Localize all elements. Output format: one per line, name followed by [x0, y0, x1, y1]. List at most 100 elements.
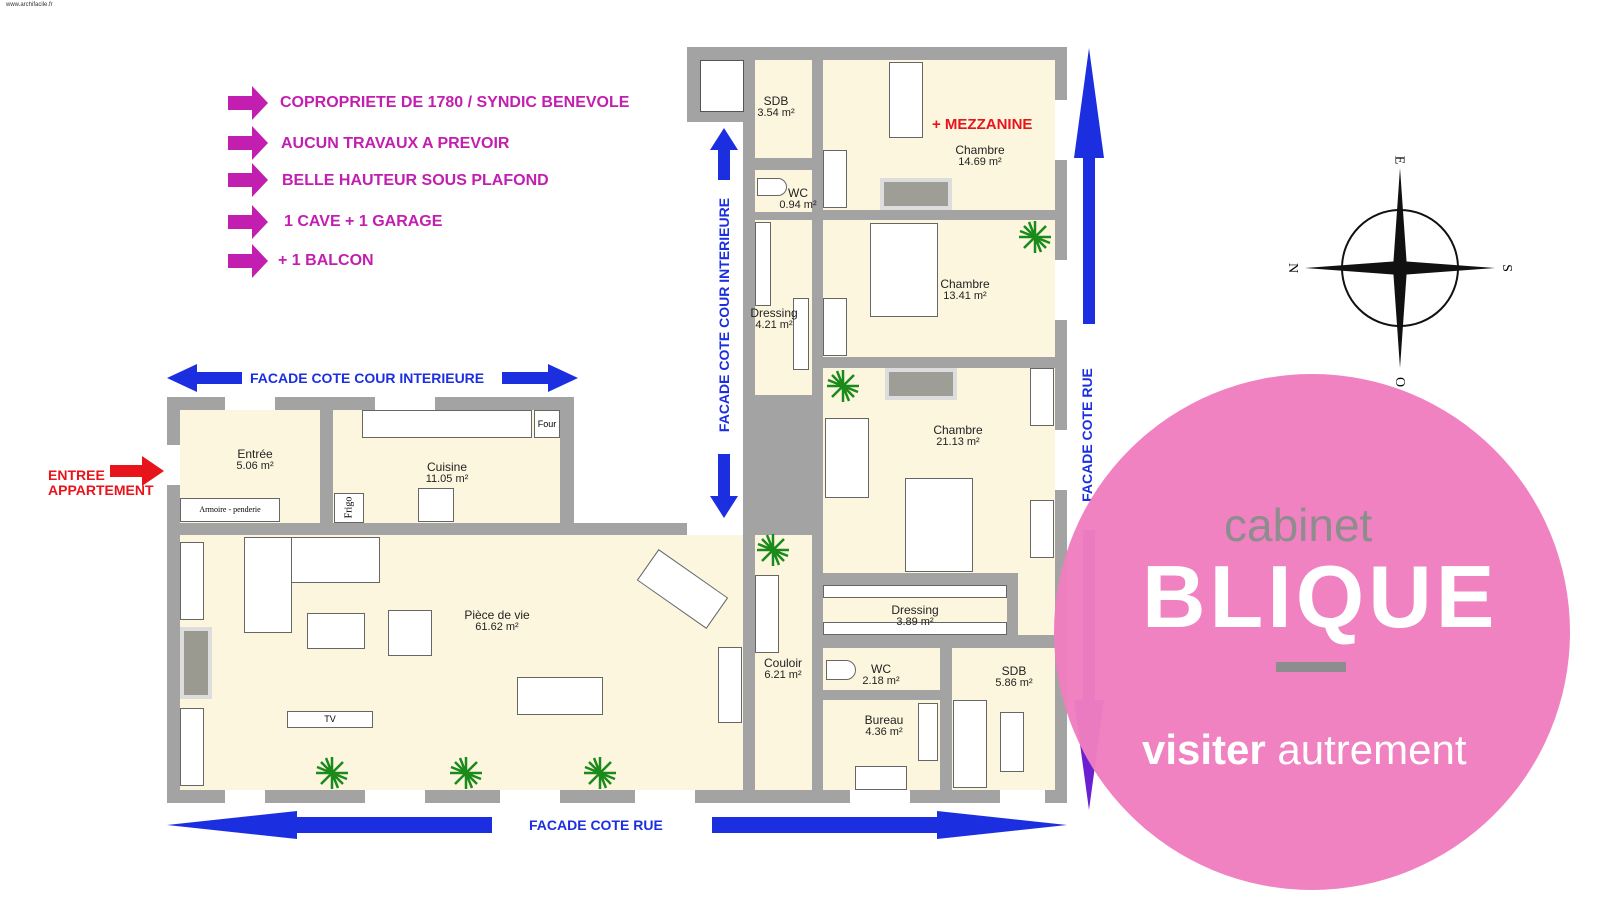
sofa [825, 418, 869, 498]
window [1000, 790, 1045, 803]
window [225, 397, 275, 410]
window [1055, 430, 1067, 490]
feature-item: + 1 BALCON [278, 252, 374, 269]
room-chambre-3-ext [1018, 573, 1055, 635]
wardrobe [823, 622, 1007, 635]
compass-o: O [1392, 376, 1408, 388]
brand-top: cabinet [1224, 499, 1373, 551]
feature-item: BELLE HAUTEUR SOUS PLAFOND [282, 172, 549, 189]
bathtub [953, 700, 987, 788]
feature-item: COPROPRIETE DE 1780 / SYNDIC BENEVOLE [280, 94, 630, 111]
compass-n: N [1285, 262, 1301, 274]
arrow-icon [228, 163, 268, 197]
coffee-table [307, 613, 365, 649]
bed [905, 478, 973, 572]
fridge: Frigo [334, 493, 364, 523]
tv-label: TV [324, 714, 336, 724]
kitchen-table [418, 488, 454, 522]
bed [870, 223, 938, 317]
toilet [826, 660, 856, 680]
cabinet [755, 575, 779, 653]
cabinet [180, 542, 204, 620]
window [1055, 260, 1067, 320]
armchair [388, 610, 432, 656]
wardrobe [1030, 500, 1054, 558]
window [850, 790, 910, 803]
compass-s: S [1498, 264, 1514, 272]
window [375, 397, 435, 410]
brand-underline [1276, 662, 1346, 672]
shower [700, 60, 744, 112]
window [365, 790, 425, 803]
room-chambre-2 [823, 220, 1055, 357]
wardrobe-label: Armoire - penderie [199, 505, 261, 514]
toilet [757, 178, 787, 196]
courtyard-gap [687, 122, 743, 542]
feature-item: AUCUN TRAVAUX A PREVOIR [281, 135, 510, 152]
fireplace [180, 627, 212, 699]
brand-name: BLIQUE [1142, 547, 1499, 646]
rug [885, 368, 957, 400]
cabinet [918, 703, 938, 761]
brand-tagline: visiter autrement [1142, 726, 1467, 774]
brand-badge: cabinet BLIQUE visiter autrement [1054, 374, 1570, 890]
rug [880, 178, 952, 210]
watermark: www.archifacile.fr [6, 2, 53, 8]
desk [855, 766, 907, 790]
facade-label-vertical-left: FACADE COTE COUR INTERIEURE [716, 197, 732, 433]
window [500, 790, 560, 803]
arrow-icon [228, 205, 268, 239]
kitchen-counter [362, 410, 532, 438]
window [635, 790, 695, 803]
entrance-line2: APPARTEMENT [48, 482, 154, 498]
fridge-label: Frigo [343, 496, 355, 519]
tagline-light: autrement [1277, 726, 1467, 773]
vanity [1000, 712, 1024, 772]
facade-label-vertical-right: FACADE COTE RUE [1079, 368, 1095, 502]
dining-table [517, 677, 603, 715]
facade-label-bottom: FACADE COTE RUE [529, 817, 663, 833]
arrow-icon [228, 86, 268, 120]
room-sdb-small [755, 60, 812, 158]
window [225, 790, 265, 803]
feature-item: 1 CAVE + 1 GARAGE [284, 213, 443, 230]
bed [889, 62, 923, 138]
entrance-label: ENTREE APPARTEMENT [48, 468, 154, 498]
oven-label: Four [537, 419, 557, 429]
entrance-line1: ENTREE [48, 467, 105, 483]
tv-stand: TV [287, 711, 373, 728]
wardrobe [823, 585, 1007, 598]
wardrobe [793, 298, 809, 370]
facade-label-top: FACADE COTE COUR INTERIEURE [250, 370, 485, 386]
tagline-bold: visiter [1142, 726, 1266, 773]
sofa-chaise [244, 537, 292, 633]
window [1055, 100, 1067, 160]
arrow-icon [228, 126, 268, 160]
arrow-icon [228, 244, 268, 278]
wardrobe [1030, 368, 1054, 426]
wardrobe: Armoire - penderie [180, 498, 280, 522]
wardrobe [823, 150, 847, 208]
wardrobe [823, 298, 847, 356]
wardrobe [755, 222, 771, 306]
mezzanine-label: + MEZZANINE [932, 116, 1033, 133]
cabinet [718, 647, 742, 723]
compass-e: E [1391, 155, 1407, 165]
entrance-door[interactable] [167, 445, 180, 485]
cabinet [180, 708, 204, 786]
